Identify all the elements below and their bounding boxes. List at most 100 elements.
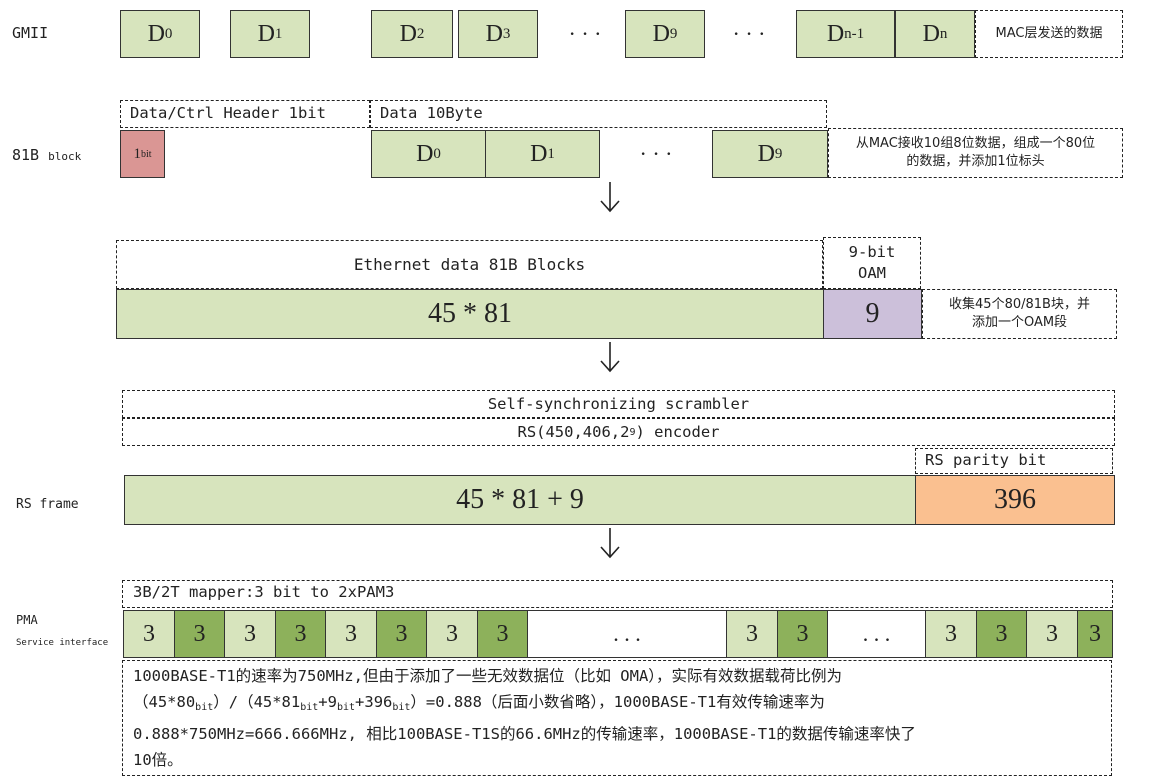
down-arrow-icon [600,182,620,213]
row-label-gmii: GMII [12,24,49,42]
mapper-label: 3B/2T mapper:3 bit to 2xPAM3 [122,580,1113,608]
paragraph-line-2-sub: bit [195,702,214,713]
gmii-block-d3-sub: 3 [502,25,511,42]
pam3-symbol: 3 [225,611,276,657]
pam3-symbol: 3 [377,611,427,657]
pam3-symbol: 3 [478,611,528,657]
encoder-label-exp: 9 [629,426,636,438]
gmii-block-dn-1-base: D [826,20,845,47]
gmii-block-d1-sub: 1 [274,25,283,42]
gmii-block-d0-sub: 0 [164,25,173,42]
paragraph-line-2-sub: bit [336,702,356,713]
header-1bit-label: Data/Ctrl Header 1bit [120,100,370,128]
pam3-symbol: 3 [778,611,828,657]
row-label-pma-sub: Service interface [16,638,109,648]
gmii-block-d9-sub: 9 [669,25,678,42]
block81b-d0-base: D [416,140,434,167]
pam3-symbol: 3 [1027,611,1078,657]
paragraph-line-2-part: ）/（45*81 [213,693,301,711]
paragraph-line-2: （45*80bit）/（45*81bit+9bit+396bit）=0.888（… [133,689,1111,721]
pam3-ellipsis: . . . [828,611,926,657]
explanation-paragraph: 1000BASE-T1的速率为750MHz,但由于添加了一些无效数据位（比如 O… [122,660,1112,776]
paragraph-line-2-part: （45*80 [133,693,196,711]
encoder-label-suffix: ) encoder [635,423,720,441]
pam3-symbol: 3 [977,611,1027,657]
block81b-d9-sub: 9 [774,145,783,162]
gmii-block-dn-1-sub: n-1 [844,25,865,42]
row-label-81b-main: 81B [12,146,40,164]
pam3-symbol: 3 [727,611,778,657]
block81b-d1-sub: 1 [547,145,555,162]
block81b-d0-sub: 0 [433,145,441,162]
gmii-block-d2-base: D [399,20,417,47]
row-label-rs-frame: RS frame [16,497,79,512]
pam3-symbol: 3 [326,611,377,657]
gmii-block-d0-base: D [147,20,165,47]
down-arrow-icon [600,528,620,559]
scrambler-label: Self-synchronizing scrambler [122,390,1115,418]
pam3-ellipsis: . . . [528,611,727,657]
gmii-note: MAC层发送的数据 [975,10,1123,58]
oam-note-line2: 添加一个OAM段 [971,315,1068,330]
paragraph-line-2-part: ）=0.888（后面小数省略），1000BASE-T1有效传输速率为 [410,693,825,711]
pam3-symbol: 3 [175,611,225,657]
parity-label: RS parity bit [915,448,1113,474]
pam3-symbol: 3 [276,611,326,657]
gmii-block-dn-sub: n [939,25,948,42]
oam-note-line1: 收集45个80/81B块，并 [949,297,1090,312]
ethernet-81b-label: Ethernet data 81B Blocks [116,240,823,289]
block81b-note-line2: 的数据，并添加1位标头 [906,154,1045,169]
header-bit-base: 1 [133,145,141,162]
oam-label: 9-bit OAM [823,237,921,289]
paragraph-line-2-part: +9 [318,693,337,711]
row-label-pma: PMA [16,613,38,627]
pam3-symbol: 3 [926,611,977,657]
block81b-d9-base: D [757,140,775,167]
gmii-block-dn-base: D [922,20,940,47]
oam-label-line1: 9-bit [848,243,896,261]
gmii-ellipsis-1: · · · [568,21,602,46]
block81b-note: 从MAC接收10组8位数据，组成一个80位 的数据，并添加1位标头 [828,128,1123,178]
block81b-ellipsis: · · · [639,141,673,166]
row-label-81b-suffix: block [48,150,82,163]
gmii-block-d2-sub: 2 [416,25,425,42]
rs-main-block: 45 * 81 + 9 [124,475,916,525]
oam-label-line2: OAM [858,264,886,282]
gmii-block-d3-base: D [485,20,503,47]
gmii-block-d1-base: D [257,20,275,47]
block81b-note-line1: 从MAC接收10组8位数据，组成一个80位 [855,136,1096,151]
header-bit-sub: bit [140,148,152,160]
oam-value-block: 9 [823,289,922,339]
rs-parity-block: 396 [915,475,1115,525]
data-10byte-label: Data 10Byte [370,100,827,128]
paragraph-line-4: 10倍。 [133,751,183,769]
pam3-symbol: 3 [1078,611,1112,657]
down-arrow-icon [600,342,620,373]
encoder-label-prefix: RS(450,406,2 [517,423,630,441]
oam-main-block: 45 * 81 [116,289,824,339]
pam3-symbol-row: 3 3 3 3 3 3 3 3 . . . 3 3 . . . 3 3 3 3 [123,610,1113,658]
paragraph-line-3: 0.888*750MHz=666.666MHz, 相比100BASE-T1S的6… [133,725,916,743]
paragraph-line-2-sub: bit [392,702,411,713]
paragraph-line-2-part: +396 [355,693,393,711]
row-label-81b: 81B block [12,146,81,164]
oam-note: 收集45个80/81B块，并 添加一个OAM段 [922,289,1117,339]
block81b-d1-base: D [530,140,548,167]
pam3-symbol: 3 [124,611,175,657]
paragraph-line-1: 1000BASE-T1的速率为750MHz,但由于添加了一些无效数据位（比如 O… [133,667,843,685]
pam3-symbol: 3 [427,611,478,657]
paragraph-line-2-sub: bit [300,702,319,713]
gmii-ellipsis-2: · · · [732,21,766,46]
gmii-block-d9-base: D [652,20,670,47]
